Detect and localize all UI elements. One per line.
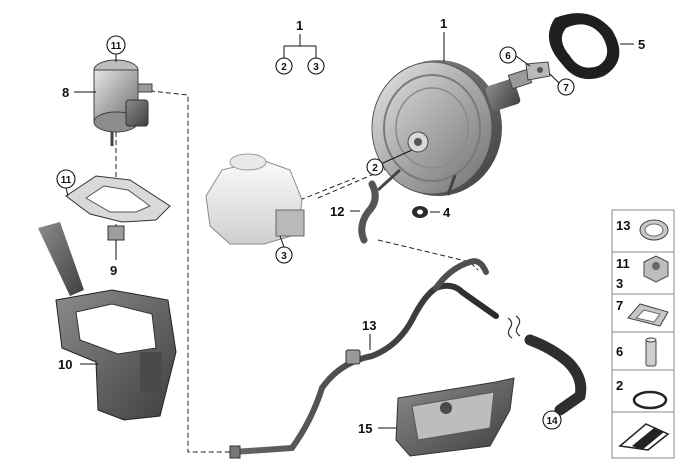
booster-label: 1 — [440, 16, 447, 62]
legend-num-hose-clamp: 13 — [616, 218, 630, 233]
label-group-sub-3: 3 — [313, 62, 319, 73]
vacuum-hose — [229, 258, 587, 459]
spring-clip-icon — [627, 303, 669, 327]
seal-gasket: 5 — [548, 13, 645, 80]
label-group-sub-2: 2 — [281, 62, 287, 73]
label-reservoir-ring: 3 — [281, 251, 287, 262]
direction-arrow-icon — [618, 423, 670, 451]
hose-clamp-icon — [639, 219, 669, 241]
label-pump: 8 — [62, 85, 69, 100]
label-bracket-screw: 11 — [61, 175, 72, 186]
o-ring-icon — [632, 390, 668, 410]
pump-callouts: 11 8 — [62, 35, 126, 100]
label-bracket-clip: 9 — [110, 263, 117, 278]
brake-booster — [371, 60, 533, 196]
pump-holder: 10 — [38, 222, 177, 421]
label-seal: 5 — [638, 37, 645, 52]
parts-legend: 13 11 3 7 6 2 — [611, 209, 675, 459]
check-valve-callouts: 2 4 — [366, 149, 451, 220]
fork-clip-callouts: 6 7 — [499, 46, 575, 96]
pin-icon — [645, 337, 657, 367]
label-cover: 15 — [358, 421, 372, 436]
label-group-1: 1 — [296, 18, 303, 33]
engine-cover: 15 — [358, 377, 515, 457]
fluid-reservoir: 3 — [205, 153, 305, 264]
label-grommet: 4 — [443, 205, 451, 220]
legend-num-spring-clip: 7 — [616, 298, 623, 313]
legend-num-nut-3: 3 — [616, 276, 623, 291]
legend-num-nut-11: 11 — [616, 256, 630, 271]
label-fork: 7 — [563, 83, 569, 94]
vacuum-line: 12 — [330, 180, 379, 244]
label-holder: 10 — [58, 357, 72, 372]
label-check-valve-ring: 2 — [372, 163, 378, 174]
legend-num-o-ring: 2 — [616, 378, 623, 393]
label-pump-screw: 11 — [111, 41, 122, 52]
legend-num-pin: 6 — [616, 344, 623, 359]
label-booster: 1 — [440, 16, 447, 31]
label-hose-clamp: 13 — [362, 318, 376, 333]
vacuum-pump — [93, 59, 153, 146]
hex-nut-icon — [643, 255, 669, 283]
group-callout: 1 2 3 — [275, 18, 325, 75]
label-vacuum-line: 12 — [330, 204, 344, 219]
pump-bracket: 9 11 — [56, 169, 171, 278]
label-hose-end: 14 — [546, 416, 558, 427]
hose-clamp-callout: 13 — [345, 318, 376, 365]
label-clip: 6 — [505, 51, 511, 62]
hose-end-callout: 14 — [542, 410, 562, 430]
